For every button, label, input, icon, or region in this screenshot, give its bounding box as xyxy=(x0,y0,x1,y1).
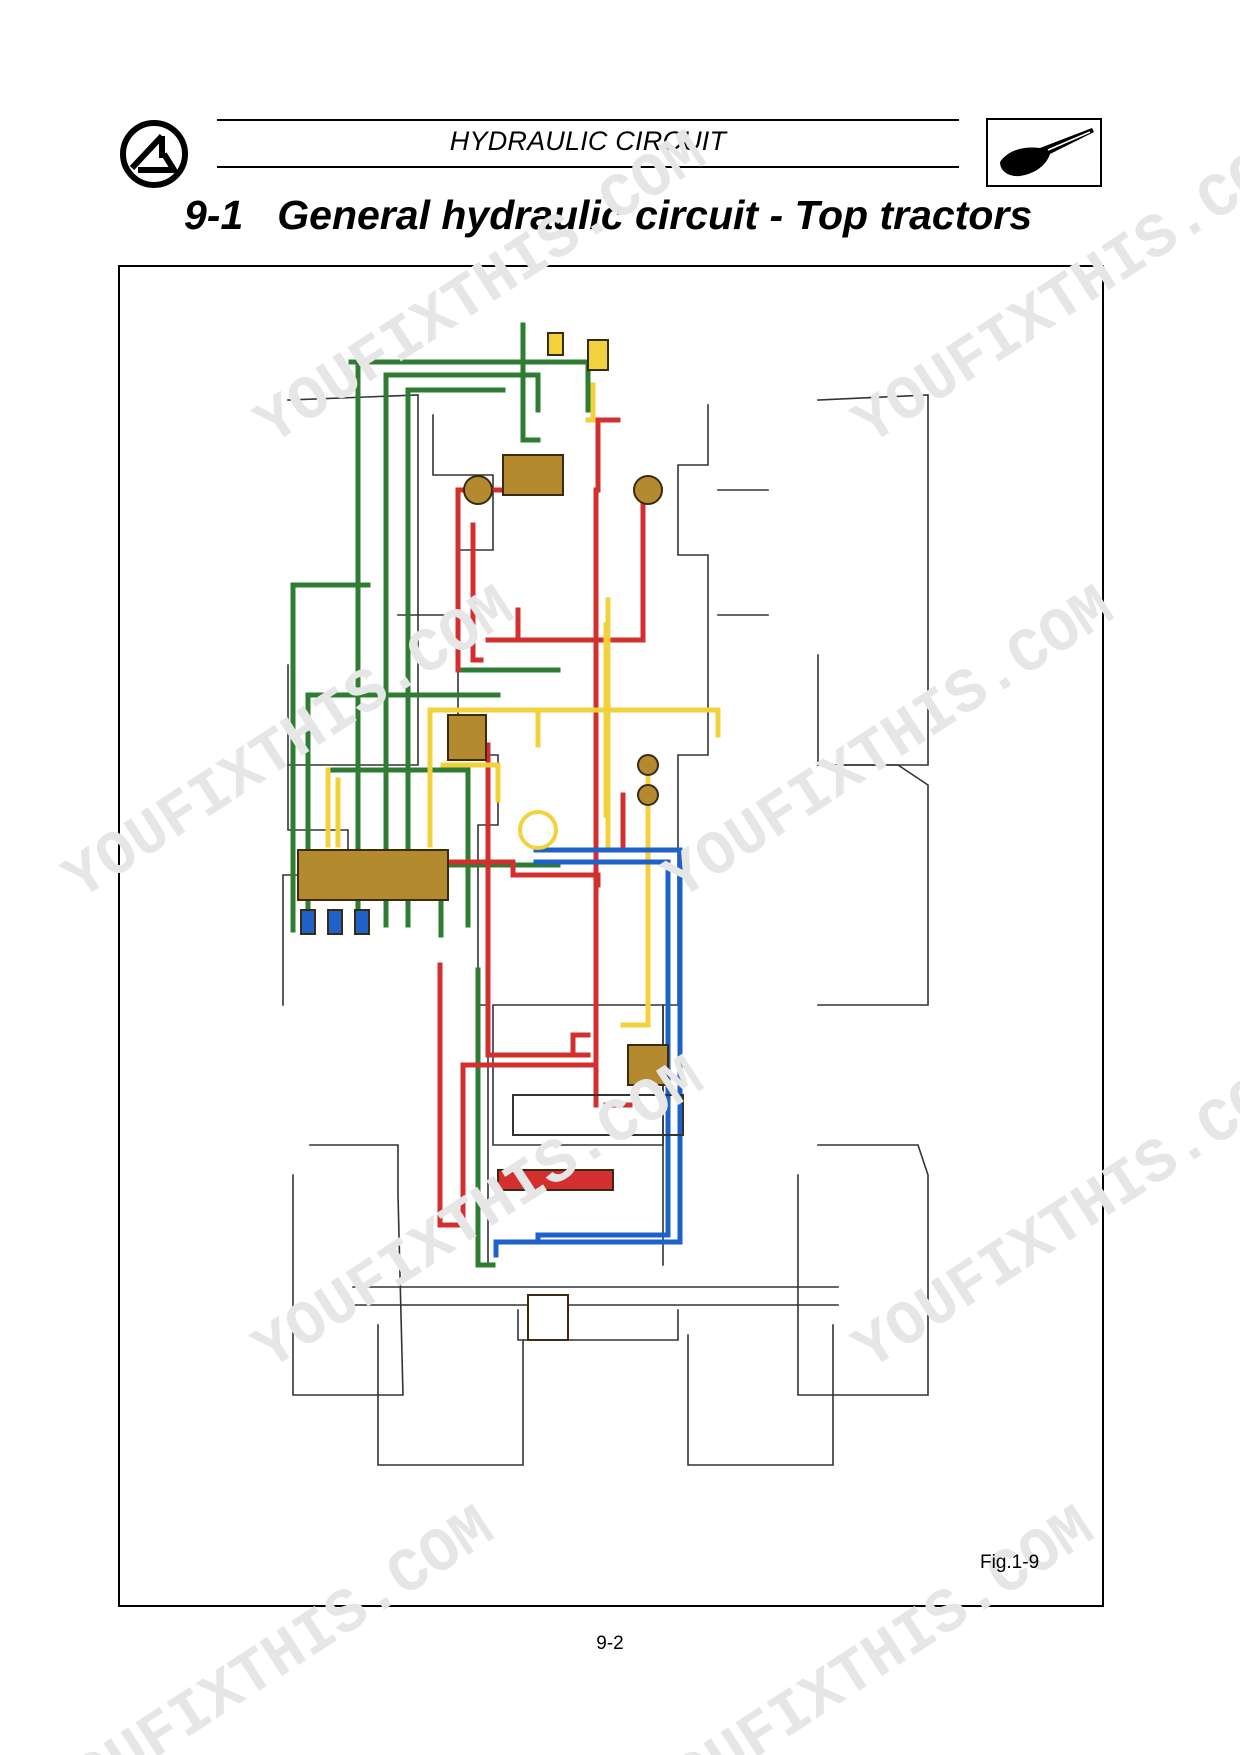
pointing-hand-icon xyxy=(986,118,1102,187)
title-text: General hydraulic circuit - Top tractors xyxy=(277,192,1033,238)
blue-hydraulic-lines xyxy=(493,847,683,1258)
page-number: 9-2 xyxy=(596,1633,624,1654)
rear-right-lower xyxy=(687,1324,834,1466)
header-rule-bottom xyxy=(217,166,959,168)
front-tank xyxy=(547,332,564,356)
header-rule-top xyxy=(217,119,959,121)
filter-right xyxy=(633,475,663,505)
tank xyxy=(512,1094,684,1136)
tractor-outline xyxy=(282,394,929,1466)
rear-axle-line xyxy=(352,1286,839,1306)
hydraulic-circuit-diagram xyxy=(282,322,929,1466)
distributor-block xyxy=(502,454,564,496)
filter-left xyxy=(463,475,493,505)
coupler-2 xyxy=(327,909,343,935)
front-left-tyre xyxy=(287,394,419,766)
oil-cooler xyxy=(497,1169,614,1191)
front-right-wheel-lower xyxy=(817,764,929,1006)
green-hydraulic-lines xyxy=(290,322,591,1268)
pilot-lines xyxy=(425,859,601,1058)
front-valve xyxy=(587,339,609,371)
figure-frame xyxy=(118,265,1104,1607)
control-valve-block xyxy=(297,849,449,901)
hydraulic-components xyxy=(297,332,684,1341)
steering-unit xyxy=(447,714,487,761)
front-right-tyre xyxy=(817,394,929,766)
front-axle-lines xyxy=(397,489,769,616)
company-logo xyxy=(120,120,188,188)
cab-rectangle xyxy=(492,1004,664,1146)
title-number: 9-1 xyxy=(184,192,244,238)
steering-wheel xyxy=(518,810,558,850)
rear-differential xyxy=(527,1294,569,1341)
rear-left-lower xyxy=(377,1324,524,1466)
red-hydraulic-lines xyxy=(437,417,646,1228)
rear-housing xyxy=(517,1309,679,1341)
coupler-1 xyxy=(300,909,316,935)
figure-label: Fig.1-9 xyxy=(980,1552,1040,1573)
pump-block xyxy=(627,1044,669,1086)
section-header: HYDRAULIC CIRCUIT xyxy=(449,126,727,156)
cylinder-1 xyxy=(637,754,659,776)
cylinder-2 xyxy=(637,784,659,806)
coupler-3 xyxy=(354,909,370,935)
page-title: 9-1 General hydraulic circuit - Top tract… xyxy=(184,192,1032,239)
rear-left-wheel xyxy=(292,1144,404,1396)
rear-right-wheel xyxy=(797,1144,929,1396)
